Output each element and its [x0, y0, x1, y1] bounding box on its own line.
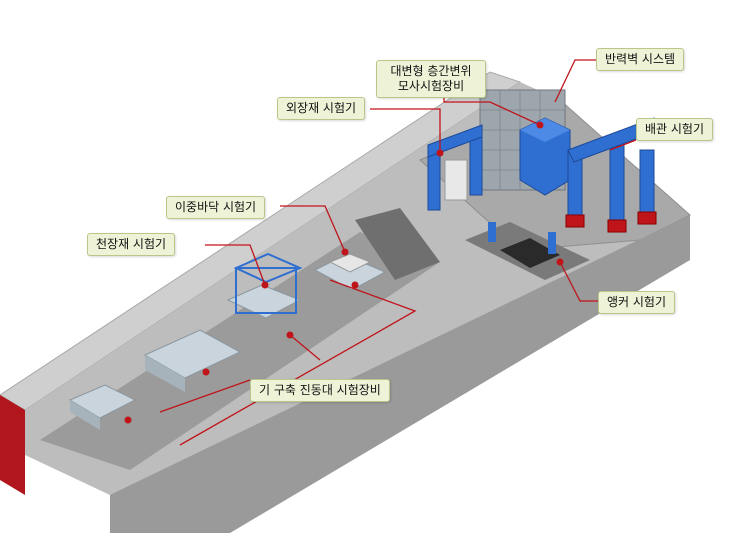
label-large-deformation-drift-equipment: 대변형 층간변위 모사시험장비 [376, 60, 486, 98]
shake-table-2 [143, 329, 242, 392]
front-wall [110, 215, 690, 533]
label-anchor-tester: 앵커 시험기 [598, 291, 676, 314]
label-reaction-wall-system: 반력벽 시스템 [596, 48, 685, 71]
red-end-wall [0, 395, 25, 495]
shake-table-1 [68, 384, 137, 430]
leader-dots [124, 121, 564, 424]
label-existing-shake-table-equipment: 기 구축 진동대 시험장비 [250, 379, 390, 402]
raised-floor-tester [313, 253, 387, 291]
exterior-tester [427, 124, 483, 211]
pit [355, 208, 440, 280]
ceiling-tester [226, 252, 303, 319]
corridor-floor [40, 232, 440, 470]
interstory-drift-frame-top [520, 118, 570, 142]
label-raised-floor-tester: 이중바닥 시험기 [166, 196, 266, 219]
anchor-tester [465, 222, 590, 280]
label-exterior-tester: 외장재 시험기 [277, 97, 366, 120]
label-piping-tester: 배관 시험기 [636, 118, 714, 141]
label-ceiling-tester: 천장재 시험기 [87, 233, 176, 256]
